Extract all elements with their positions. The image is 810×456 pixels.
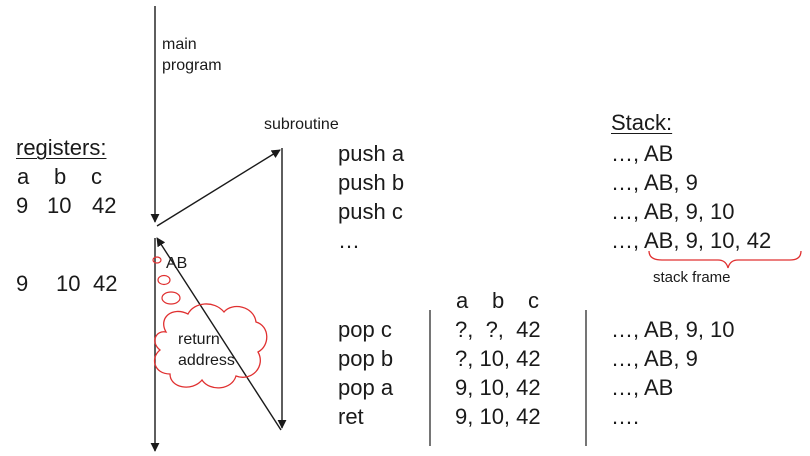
pop-table-row: 9, 10, 42 [455,375,541,400]
stack-frame-label: stack frame [653,269,731,286]
pop-instruction: pop b [338,346,394,371]
call-arrow [156,149,281,227]
register-before-c: 42 [92,193,117,218]
register-header-a: a [17,164,30,189]
register-header-c: c [91,164,102,189]
pop-instruction: pop a [338,375,394,400]
pop-instruction: pop c [338,317,392,342]
register-before-b: 10 [47,193,72,218]
stack-state: …, AB, 9 [611,170,698,195]
stack-state: …, AB, 9, 10 [611,317,735,342]
push-instruction: push a [338,141,405,166]
thought-bubble-1 [157,274,171,286]
pop-instruction: ret [338,404,364,429]
thought-bubble-2 [161,291,181,305]
register-after-a: 9 [16,271,29,296]
pop-table-row: ?, 10, 42 [455,346,541,371]
cloud-text-line-1: return [178,331,220,348]
main-label-line-1: main [162,36,197,53]
push-instruction: push b [338,170,405,195]
push-instruction: push c [338,199,403,224]
cloud-text-line-2: address [178,352,235,369]
push-instruction: … [338,228,360,253]
subroutine-label: subroutine [264,116,339,133]
stack-state: …, AB, 9 [611,346,698,371]
pop-table-header-c: c [528,288,539,313]
register-before-a: 9 [16,193,29,218]
register-after-b: 10 [56,271,81,296]
return-marker: AB [166,255,188,272]
registers-title: registers: [16,135,107,160]
stack-state: …, AB [611,141,674,166]
pop-table-header-a: a [456,288,469,313]
stack-state: …, AB, 9, 10, 42 [611,228,772,253]
main-label-line-2: program [162,57,222,74]
return-arrow [156,237,282,431]
stack-frame-brace [648,250,802,269]
register-header-b: b [54,164,67,189]
pop-table-header-b: b [492,288,505,313]
pop-table-row: ?, ?, 42 [455,317,541,342]
stack-state: …, AB [611,375,674,400]
register-after-c: 42 [93,271,118,296]
stack-state: …, AB, 9, 10 [611,199,735,224]
return-address-cloud [153,303,268,389]
pop-table-row: 9, 10, 42 [455,404,541,429]
stack-state: …. [611,404,640,429]
thought-bubble-small [152,256,162,264]
stack-title: Stack: [611,110,673,135]
